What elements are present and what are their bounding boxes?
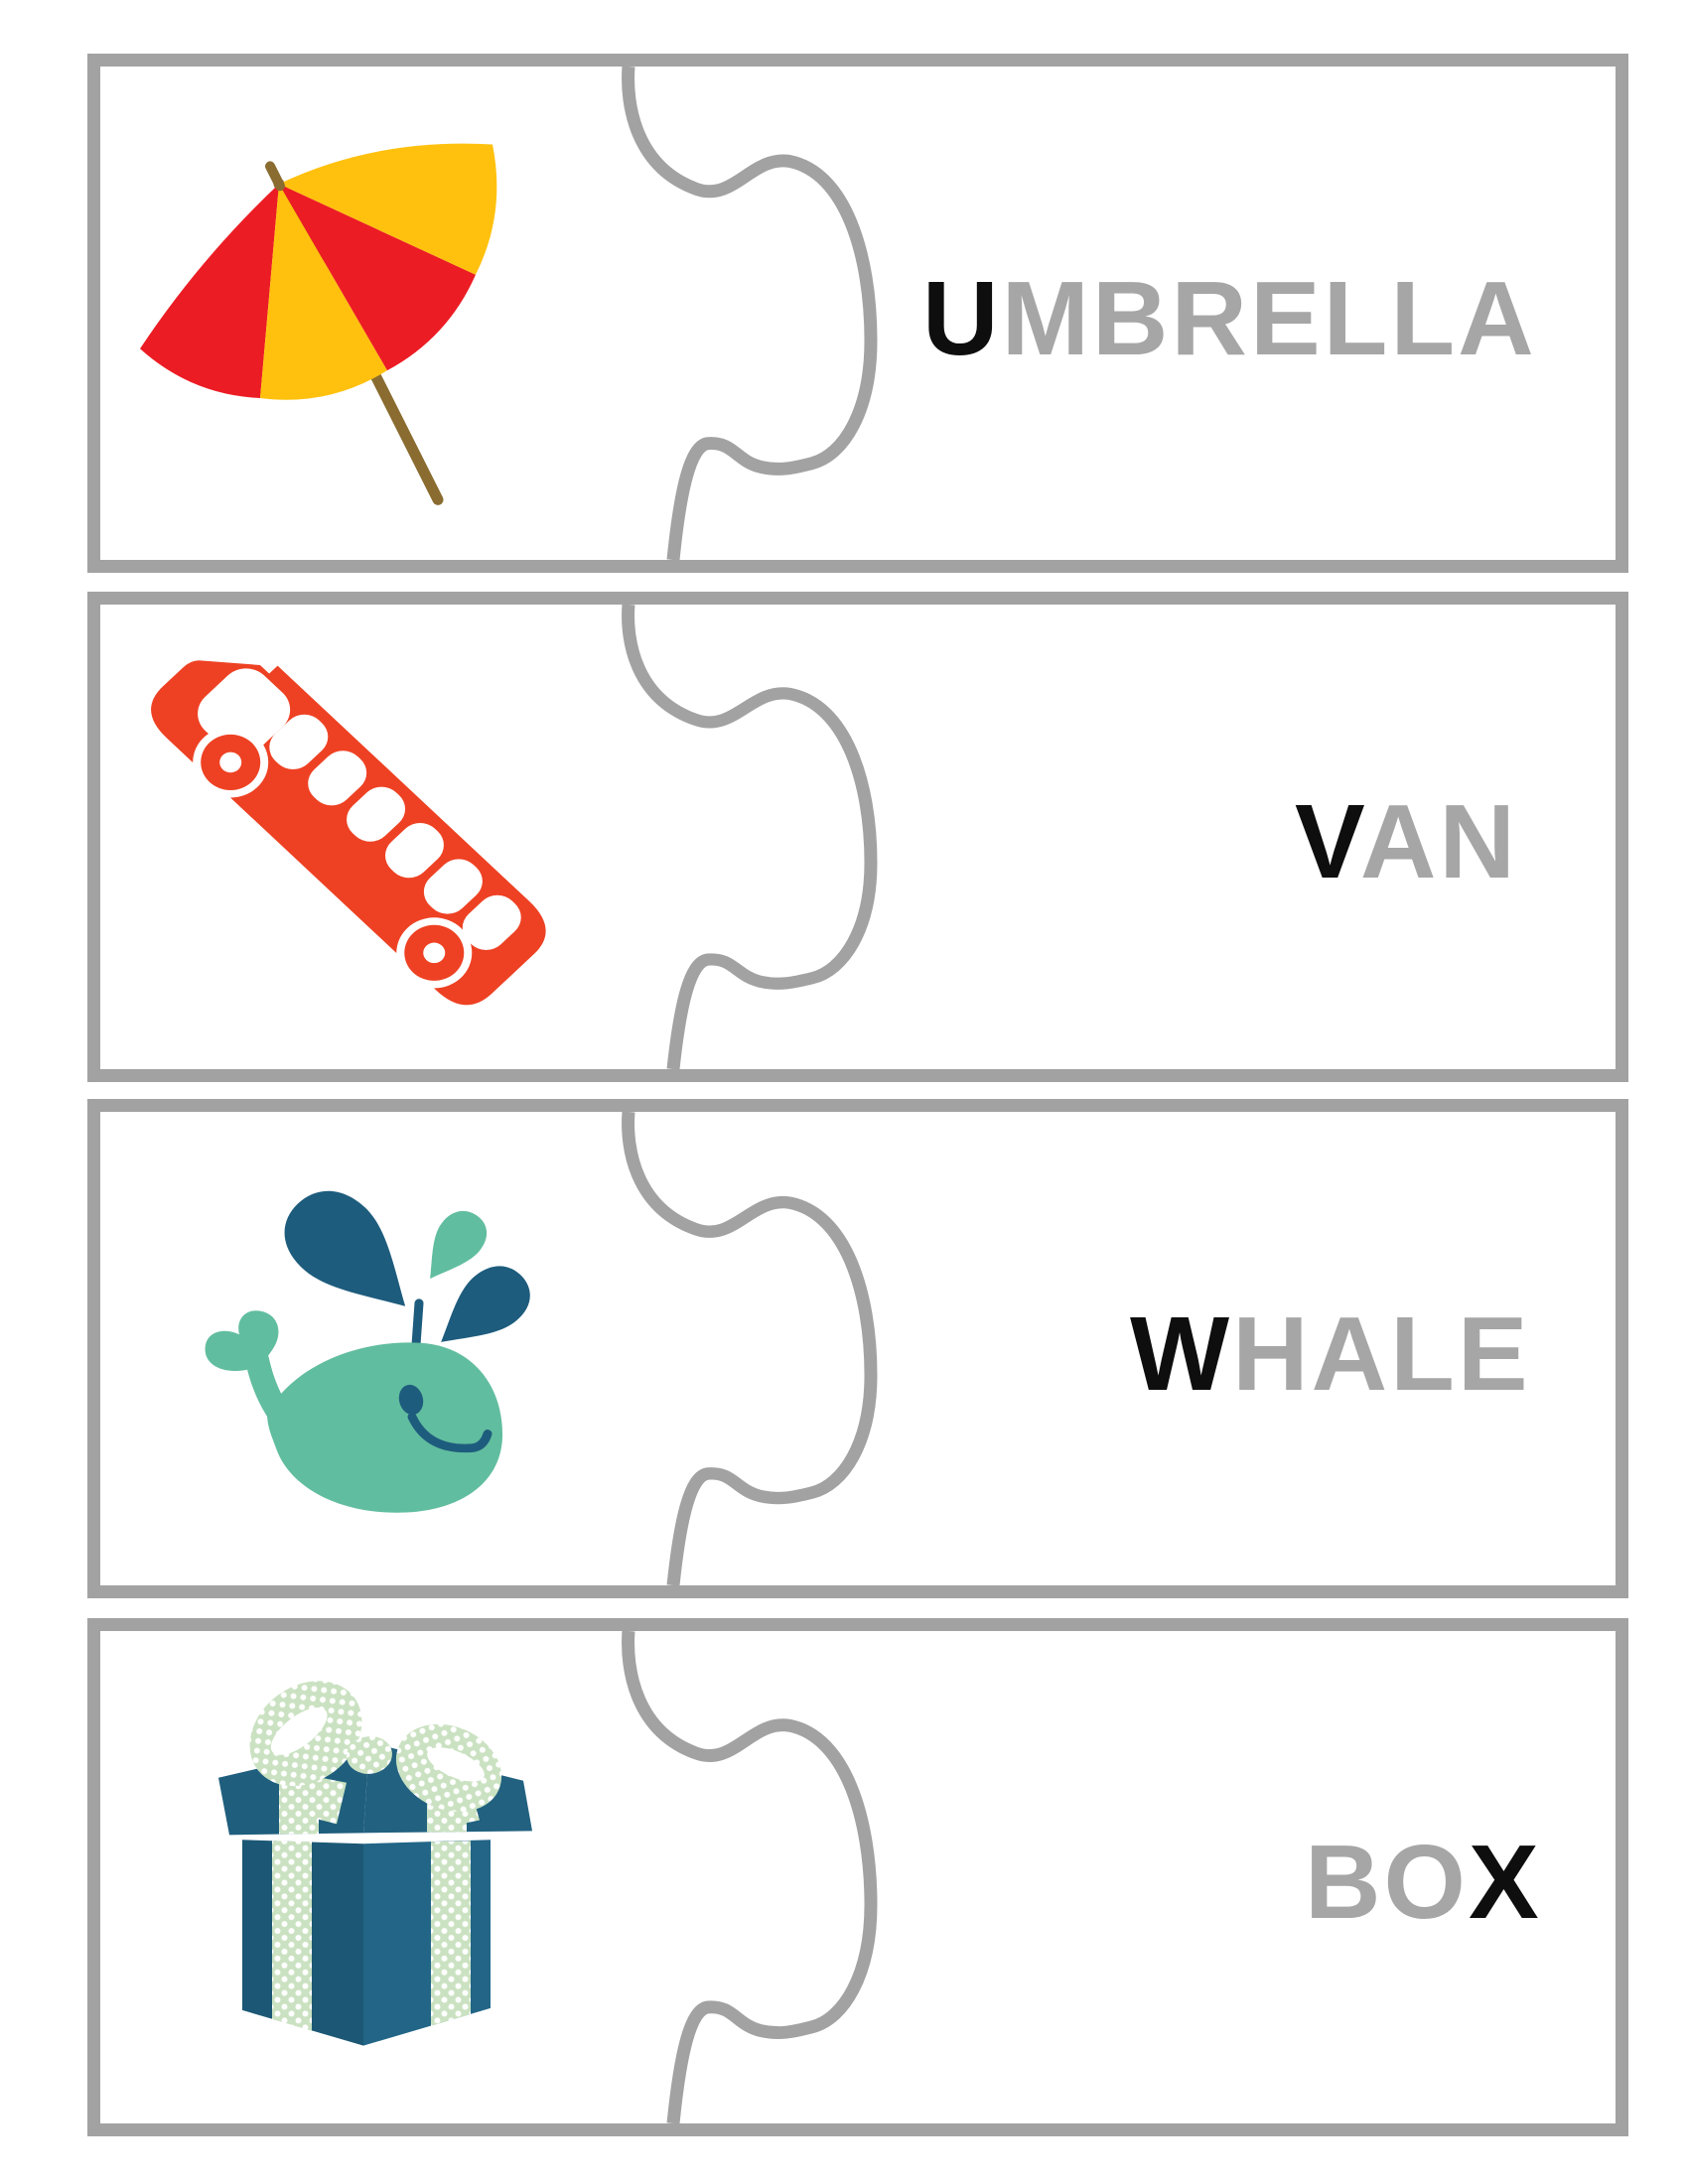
puzzle-row-box: BOX	[87, 1618, 1628, 2136]
puzzle-seam	[622, 605, 878, 1069]
word-letters-muted: MBRELLA	[1001, 259, 1537, 377]
puzzle-row-van: VAN	[87, 592, 1628, 1082]
puzzle-row-whale: WHALE	[87, 1099, 1628, 1598]
word-label: BOX	[1305, 1830, 1542, 1935]
word-letter-highlight: U	[922, 259, 1002, 377]
puzzle-row-umbrella: UMBRELLA	[87, 54, 1628, 573]
puzzle-seam	[622, 67, 878, 560]
word-letter-highlight: W	[1130, 1295, 1233, 1413]
word-letter-highlight: X	[1469, 1824, 1542, 1941]
word-label: VAN	[1295, 789, 1518, 894]
word-letters-muted: HALE	[1232, 1295, 1531, 1413]
word-letters-muted: BO	[1305, 1824, 1469, 1941]
word-label: UMBRELLA	[922, 266, 1537, 371]
whale-icon	[205, 1173, 543, 1513]
word-letter-highlight: V	[1295, 783, 1360, 900]
word-label: WHALE	[1130, 1301, 1531, 1407]
puzzle-seam	[622, 1112, 878, 1585]
van-icon	[151, 660, 546, 1006]
word-letters-muted: AN	[1359, 783, 1518, 900]
beach-umbrella-icon	[133, 136, 504, 519]
puzzle-seam	[622, 1631, 878, 2123]
gift-box-icon	[218, 1681, 532, 2046]
